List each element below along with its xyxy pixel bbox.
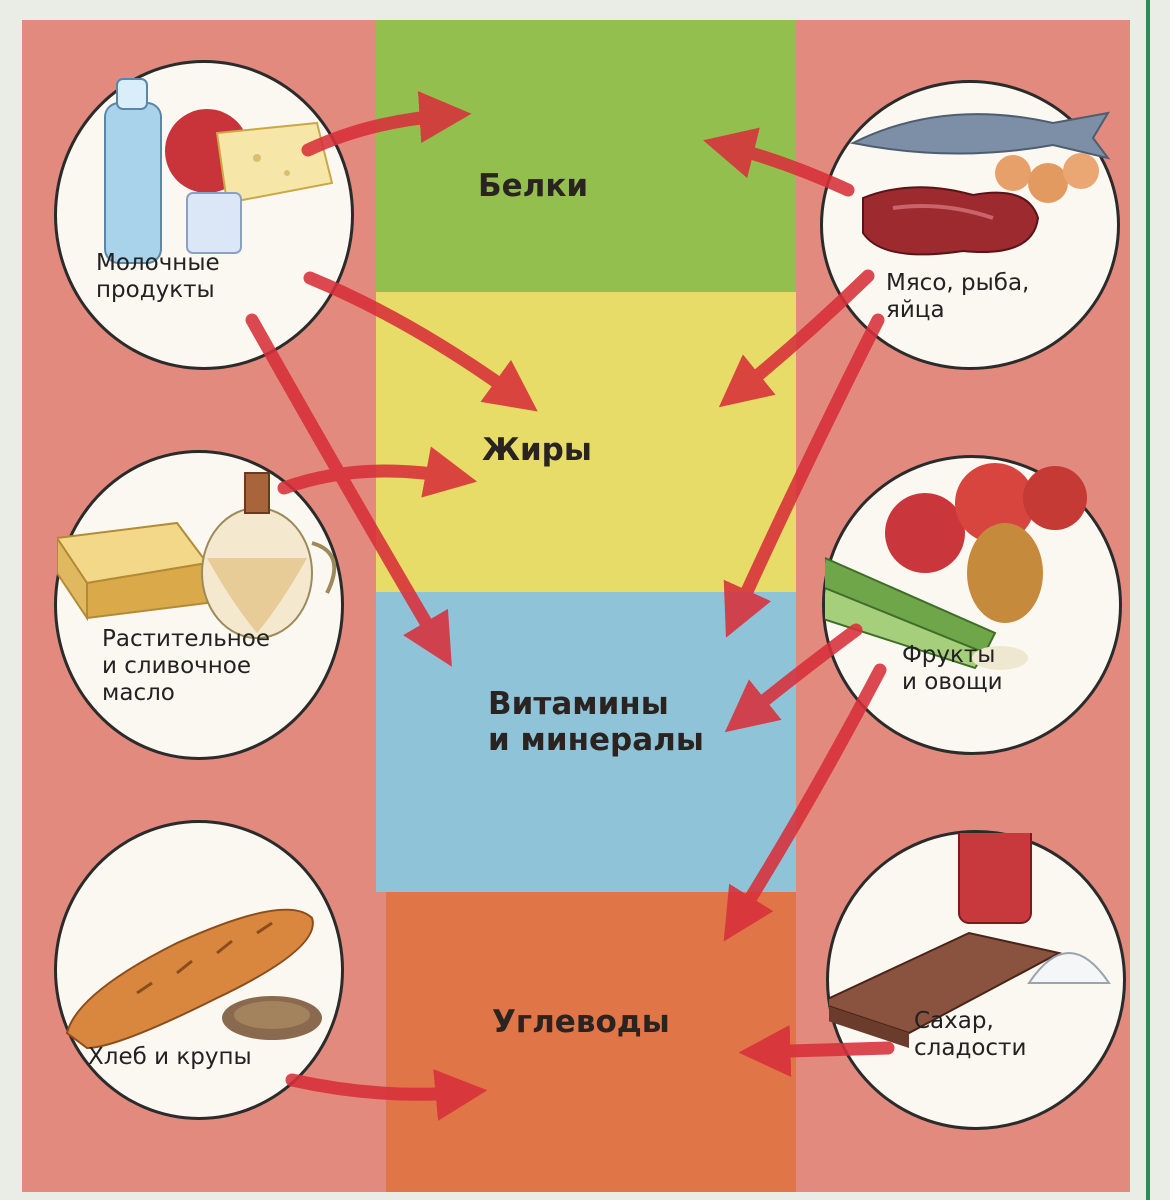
dairy-label: Молочные продукты xyxy=(96,250,220,303)
oil-circle xyxy=(54,450,344,760)
arrow-meat-vitamins xyxy=(723,313,885,638)
arrow-dairy-proteins xyxy=(301,91,472,157)
arrow-oil-fats xyxy=(277,446,478,498)
arrow-dairy-vitamins xyxy=(245,313,452,667)
dairy-products-icon xyxy=(104,78,334,264)
arrow-meat-fats xyxy=(718,269,875,408)
meat-label: Мясо, рыба, яйца xyxy=(886,270,1030,323)
vitamins-label: Витамины и минералы xyxy=(488,686,704,758)
arrow-meat-proteins xyxy=(703,127,855,197)
bread-grains-icon xyxy=(65,908,322,1050)
proteins-label: Белки xyxy=(478,168,589,204)
oil-label: Растительное и сливочное масло xyxy=(102,626,271,706)
sugar-label: Сахар, сладости xyxy=(914,1008,1027,1061)
carbs-label: Углеводы xyxy=(492,1004,670,1040)
fruits-circle xyxy=(818,455,1122,755)
fats-label: Жиры xyxy=(482,432,592,468)
dairy-circle xyxy=(54,60,354,370)
carbs-band: Углеводы xyxy=(386,892,796,1192)
oil-butter-icon xyxy=(55,472,337,639)
meat-fish-eggs-icon xyxy=(849,111,1111,256)
fruits-vegetables-icon xyxy=(818,463,1087,670)
arrow-fruits-carbs xyxy=(723,663,887,942)
arrow-sugar-carbs xyxy=(738,1024,895,1077)
arrow-fruits-vitamins xyxy=(724,623,863,733)
diagram-canvas: Белки Жиры Витамины и минералы Углеводы … xyxy=(22,20,1130,1192)
arrow-dairy-fats xyxy=(303,271,538,412)
proteins-band: Белки xyxy=(376,20,796,292)
arrow-bread-carbs xyxy=(285,1069,488,1121)
sugar-circle xyxy=(816,803,1126,1130)
bread-label: Хлеб и крупы xyxy=(88,1044,252,1070)
arrows-layer xyxy=(245,91,895,1121)
bread-circle xyxy=(54,820,344,1120)
fruits-label: Фрукты и овощи xyxy=(902,642,1003,695)
